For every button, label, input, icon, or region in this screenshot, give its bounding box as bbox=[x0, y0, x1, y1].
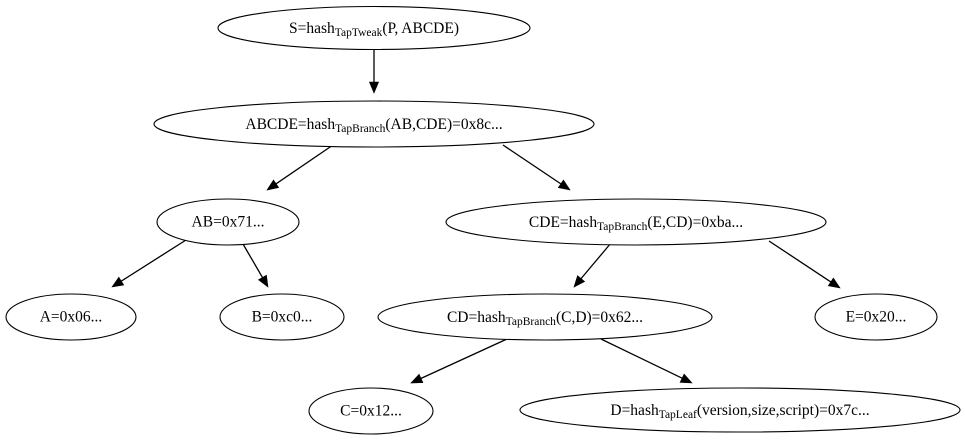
node-ellipse[interactable] bbox=[219, 293, 345, 341]
node-s[interactable]: S=hashTapTweak(P, ABCDE) bbox=[217, 5, 531, 51]
arrowhead-icon bbox=[111, 276, 125, 288]
edge-cde-to-cd bbox=[573, 242, 612, 288]
edge-line bbox=[502, 144, 563, 186]
node-ellipse[interactable] bbox=[814, 293, 938, 341]
node-ab[interactable]: AB=0x71... bbox=[156, 198, 300, 246]
edge-ab-to-b bbox=[242, 243, 269, 288]
arrowhead-icon bbox=[266, 179, 280, 191]
edge-line bbox=[274, 144, 334, 186]
edge-line bbox=[579, 242, 612, 281]
node-a[interactable]: A=0x06... bbox=[5, 293, 137, 341]
node-ellipse[interactable] bbox=[153, 100, 595, 148]
arrowhead-icon bbox=[573, 275, 586, 288]
node-label: CD=hashTapBranch(C,D)=0x62... bbox=[447, 309, 643, 328]
node-label: B=0xc0... bbox=[252, 309, 313, 326]
arrowhead-icon bbox=[679, 373, 693, 384]
edge-line bbox=[600, 338, 685, 380]
node-label-subscript: TapBranch bbox=[597, 221, 648, 233]
node-ellipse[interactable] bbox=[217, 5, 531, 51]
node-label: E=0x20... bbox=[846, 309, 907, 326]
node-label: C=0x12... bbox=[340, 403, 402, 420]
node-label: D=hashTapLeaf(version,size,script)=0x7c.… bbox=[610, 402, 869, 421]
node-label: A=0x06... bbox=[40, 309, 103, 326]
arrowhead-icon bbox=[827, 277, 841, 289]
arrowhead-icon bbox=[368, 81, 380, 94]
node-ellipse[interactable] bbox=[377, 293, 713, 341]
edge-cde-to-e bbox=[768, 240, 841, 289]
edge-line bbox=[418, 338, 508, 380]
node-label: AB=0x71... bbox=[192, 214, 265, 231]
arrowhead-icon bbox=[557, 179, 571, 191]
node-ellipse[interactable] bbox=[445, 198, 827, 246]
node-label: S=hashTapTweak(P, ABCDE) bbox=[289, 20, 459, 39]
edge-s-to-abcde bbox=[368, 50, 380, 94]
edge-abcde-to-cde bbox=[502, 144, 571, 191]
node-cd[interactable]: CD=hashTapBranch(C,D)=0x62... bbox=[377, 293, 713, 341]
edge-line bbox=[242, 243, 265, 280]
node-cde[interactable]: CDE=hashTapBranch(E,CD)=0xba... bbox=[445, 198, 827, 246]
node-label: CDE=hashTapBranch(E,CD)=0xba... bbox=[529, 214, 743, 233]
node-label-subscript: TapBranch bbox=[506, 316, 557, 328]
edge-cd-to-c bbox=[410, 338, 508, 384]
node-e[interactable]: E=0x20... bbox=[814, 293, 938, 341]
node-c[interactable]: C=0x12... bbox=[308, 387, 434, 435]
node-abcde[interactable]: ABCDE=hashTapBranch(AB,CDE)=0x8c... bbox=[153, 100, 595, 148]
node-label-subscript: TapTweak bbox=[335, 27, 383, 39]
node-ellipse[interactable] bbox=[308, 387, 434, 435]
node-ellipse[interactable] bbox=[5, 293, 137, 341]
nodes-layer: S=hashTapTweak(P, ABCDE) ABCDE=hashTapBra… bbox=[5, 5, 961, 435]
edge-cd-to-d bbox=[600, 338, 693, 384]
arrowhead-icon bbox=[410, 373, 424, 384]
edges-layer bbox=[111, 50, 841, 384]
edge-ab-to-a bbox=[111, 239, 187, 288]
node-b[interactable]: B=0xc0... bbox=[219, 293, 345, 341]
node-d[interactable]: D=hashTapLeaf(version,size,script)=0x7c.… bbox=[519, 387, 961, 433]
edge-line bbox=[768, 240, 833, 284]
edge-line bbox=[119, 239, 187, 283]
arrowhead-icon bbox=[257, 274, 269, 288]
node-label: ABCDE=hashTapBranch(AB,CDE)=0x8c... bbox=[245, 116, 502, 135]
node-label-subscript: TapBranch bbox=[335, 123, 386, 135]
node-label-subscript: TapLeaf bbox=[659, 409, 697, 421]
edge-abcde-to-ab bbox=[266, 144, 334, 191]
node-ellipse[interactable] bbox=[156, 198, 300, 246]
node-ellipse[interactable] bbox=[519, 387, 961, 433]
